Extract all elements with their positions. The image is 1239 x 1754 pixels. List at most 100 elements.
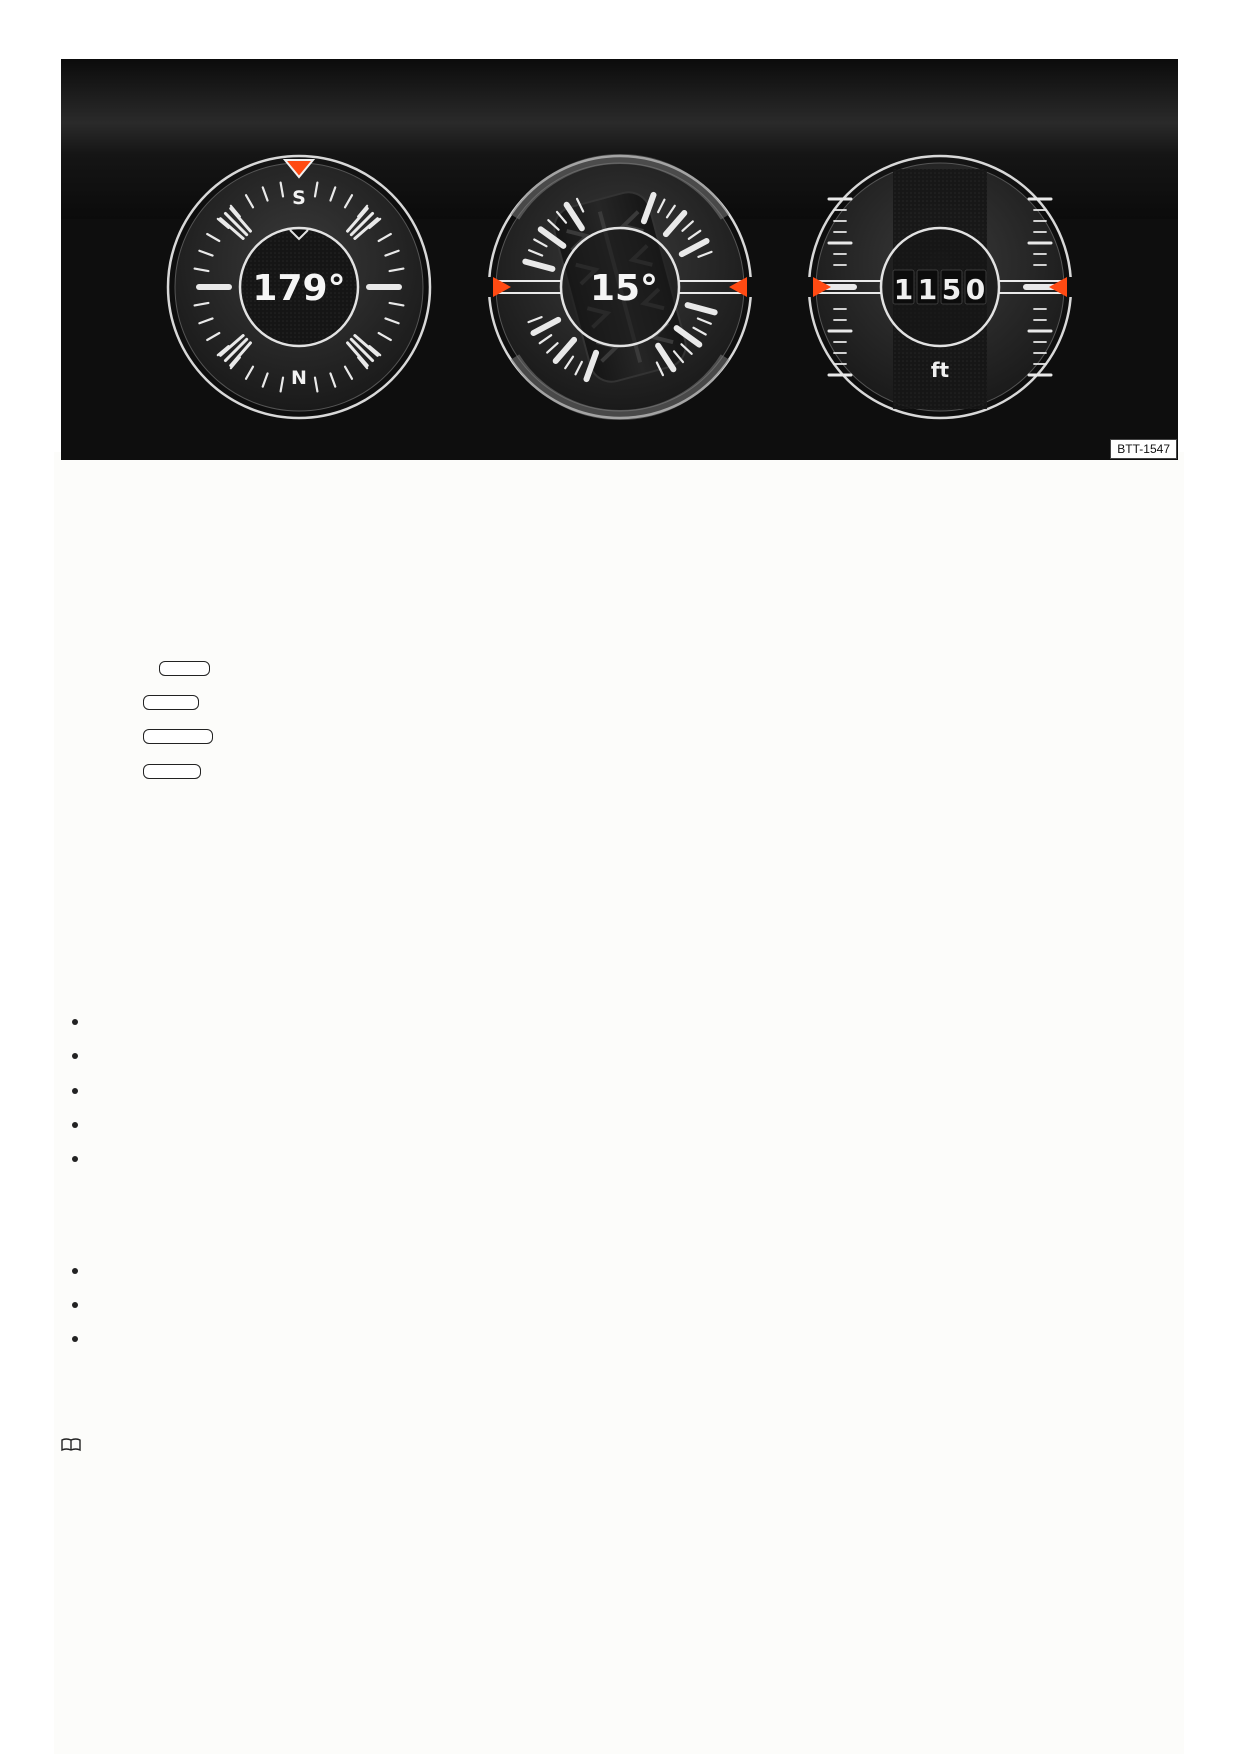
gauge-tick	[552, 336, 578, 364]
gauge-tick	[673, 325, 703, 348]
gauge-tick	[528, 249, 544, 257]
gauge-tick	[198, 317, 214, 325]
altimeter-gauge: 1 1 5 0 ft	[806, 154, 1074, 420]
key-symbol-outline	[143, 695, 199, 710]
gauge-tick	[346, 341, 369, 367]
gauge-tick	[357, 356, 369, 370]
gauge-tick	[388, 267, 405, 273]
compass-gauge: S N 179°	[166, 154, 432, 420]
gauge-tick	[388, 301, 405, 307]
instrument-figure: S N 179°	[61, 59, 1178, 460]
compass-inner-notch-icon	[289, 229, 309, 241]
gauge-tick	[368, 217, 382, 229]
compass-center	[238, 226, 360, 348]
list-bullet	[72, 1053, 78, 1059]
list-bullet	[72, 1088, 78, 1094]
inclination-angle-value: 15°	[590, 268, 658, 309]
list-bullet	[72, 1302, 78, 1308]
gauge-tick	[665, 204, 676, 219]
gauge-tick	[229, 341, 252, 367]
key-symbol-outline	[143, 729, 213, 744]
altimeter-right-marker-icon	[1049, 277, 1067, 297]
compass-tick-marks	[193, 181, 405, 393]
gauge-tick	[368, 345, 382, 357]
altimeter-center	[879, 226, 1001, 348]
gauge-tick	[216, 345, 230, 357]
altimeter-digit: 1	[918, 273, 937, 306]
gauge-tick	[357, 204, 369, 218]
gauge-tick	[377, 331, 392, 342]
list-bullet	[72, 1156, 78, 1162]
gauge-tick	[377, 232, 392, 243]
gauge-tick	[564, 355, 575, 370]
list-bullet	[72, 1019, 78, 1025]
gauge-tick	[546, 342, 559, 354]
gauge-tick	[680, 343, 693, 355]
gauge-tick	[697, 250, 713, 258]
gauge-tick	[349, 211, 375, 237]
figure-code: BTT-1547	[1110, 439, 1177, 459]
gauge-tick	[538, 334, 553, 345]
gauge-tick	[343, 194, 354, 209]
gauge-tick	[229, 207, 252, 233]
key-symbol-outline	[159, 661, 210, 676]
inclination-right-marker-icon	[729, 277, 747, 297]
inclination-tick-marks	[522, 191, 718, 383]
compass-top-letter: S	[292, 187, 306, 209]
gauge-tick	[681, 220, 694, 232]
altimeter-digit-counter: 1 1 5 0	[892, 269, 987, 306]
gauge-tick	[522, 258, 556, 272]
gauge-tick	[223, 211, 249, 237]
gauge-tick	[279, 376, 285, 393]
gauge-tick	[657, 198, 666, 214]
compass-heading-value: 179°	[252, 268, 345, 309]
gauge-tick	[219, 217, 245, 240]
gauge-tick	[655, 342, 677, 373]
gauge-tick	[279, 181, 285, 198]
gauge-tick	[198, 249, 214, 257]
gauge-tick	[563, 201, 585, 232]
gauge-tick	[329, 186, 337, 202]
altimeter-unit: ft	[931, 358, 950, 382]
list-bullet	[72, 1268, 78, 1274]
gauge-tick	[261, 372, 269, 388]
book-icon[interactable]	[61, 1438, 81, 1452]
compass-heading-marker-icon	[282, 159, 316, 179]
gauge-tick	[193, 301, 210, 307]
gauge-tick	[530, 316, 562, 337]
gauge-tick	[346, 207, 369, 233]
gauge-tick	[313, 376, 319, 393]
altimeter-left-marker-icon	[813, 277, 831, 297]
gauge-tick	[537, 226, 567, 249]
altimeter-digit: 5	[942, 273, 961, 306]
gauge-tick	[353, 217, 379, 240]
gauge-tick	[533, 238, 548, 248]
gauge-tick	[313, 181, 319, 198]
gauge-tick	[329, 372, 337, 388]
altimeter-digit: 1	[894, 273, 913, 306]
inclination-left-marker-icon	[493, 277, 511, 297]
gauge-tick	[678, 237, 710, 258]
gauge-tick	[244, 365, 255, 380]
gauge-tick	[343, 365, 354, 380]
gauge-tick	[206, 232, 221, 243]
gauge-tick	[261, 186, 269, 202]
altimeter-tick-marks	[823, 197, 1057, 377]
list-bullet	[72, 1122, 78, 1128]
compass-bottom-letter: N	[291, 367, 307, 389]
page-background	[54, 452, 1184, 1754]
gauge-tick	[640, 191, 657, 225]
instrument-panel: S N 179°	[61, 59, 1178, 420]
gauge-tick	[219, 334, 245, 357]
gauge-tick	[555, 210, 568, 224]
gauge-tick	[583, 349, 600, 383]
gauge-tick	[384, 317, 400, 325]
gauge-tick	[672, 350, 685, 364]
gauge-tick	[384, 249, 400, 257]
gauge-tick	[229, 356, 241, 370]
key-symbol-outline	[143, 764, 201, 779]
gauge-tick	[353, 334, 379, 357]
gauge-tick	[692, 326, 707, 336]
inclination-center	[559, 226, 681, 348]
gauge-tick	[206, 331, 221, 342]
